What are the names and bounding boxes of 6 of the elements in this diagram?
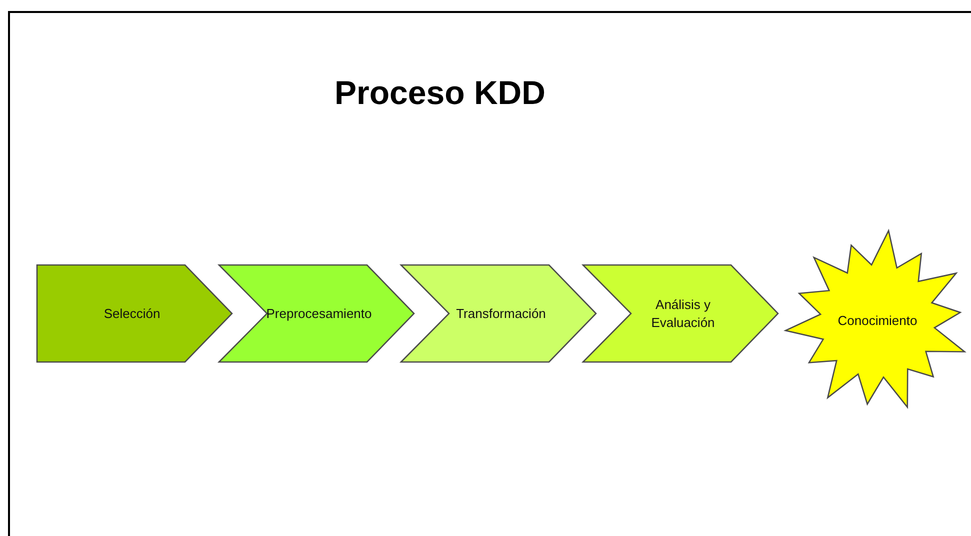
step-label: Conocimiento: [838, 312, 918, 330]
step-label: Análisis y Evaluación: [650, 296, 716, 332]
step-label: Selección: [104, 304, 160, 322]
diagram-title: Proceso KDD: [334, 74, 546, 112]
step-label: Transformación: [456, 304, 546, 322]
step-label: Preprocesamiento: [266, 304, 372, 322]
